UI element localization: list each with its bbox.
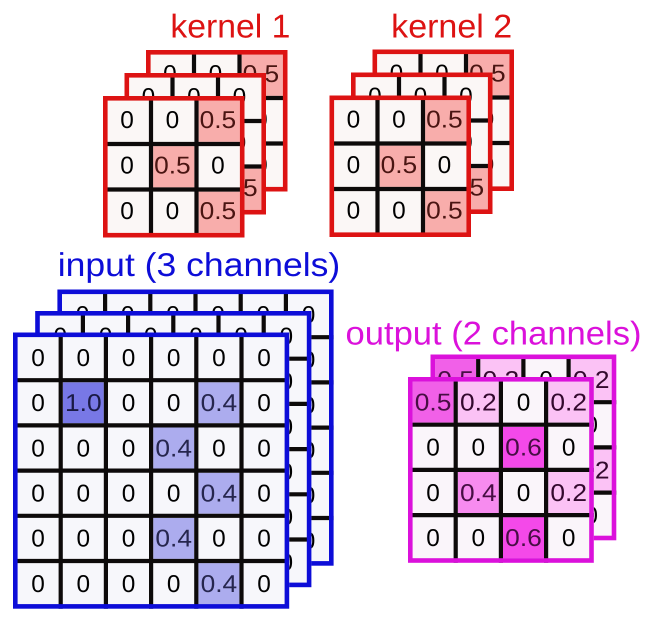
svg-text:0: 0 bbox=[122, 481, 136, 508]
svg-text:0: 0 bbox=[257, 390, 271, 417]
svg-text:0: 0 bbox=[77, 526, 91, 553]
svg-text:0: 0 bbox=[167, 390, 181, 417]
svg-text:0: 0 bbox=[257, 526, 271, 553]
svg-text:0: 0 bbox=[257, 481, 271, 508]
svg-text:0: 0 bbox=[392, 198, 406, 225]
svg-text:0: 0 bbox=[562, 525, 576, 552]
svg-text:0: 0 bbox=[120, 198, 134, 225]
svg-text:kernel 2: kernel 2 bbox=[391, 7, 512, 44]
svg-text:0: 0 bbox=[77, 435, 91, 462]
svg-text:0.2: 0.2 bbox=[550, 389, 587, 416]
svg-text:0: 0 bbox=[31, 390, 45, 417]
svg-text:0.5: 0.5 bbox=[415, 389, 452, 416]
svg-text:0: 0 bbox=[392, 107, 406, 134]
svg-text:0: 0 bbox=[212, 435, 226, 462]
svg-text:0: 0 bbox=[31, 526, 45, 553]
svg-text:1.0: 1.0 bbox=[65, 390, 102, 417]
svg-text:output (2 channels): output (2 channels) bbox=[346, 315, 642, 352]
svg-text:0: 0 bbox=[257, 435, 271, 462]
svg-text:0: 0 bbox=[31, 571, 45, 598]
svg-text:0: 0 bbox=[472, 435, 486, 462]
svg-text:0: 0 bbox=[257, 571, 271, 598]
svg-text:input (3 channels): input (3 channels) bbox=[58, 246, 341, 283]
svg-text:0: 0 bbox=[122, 526, 136, 553]
svg-text:0: 0 bbox=[167, 481, 181, 508]
svg-text:0: 0 bbox=[517, 389, 531, 416]
svg-text:0: 0 bbox=[212, 345, 226, 372]
svg-text:0: 0 bbox=[122, 345, 136, 372]
svg-text:0: 0 bbox=[77, 345, 91, 372]
svg-text:0: 0 bbox=[31, 345, 45, 372]
svg-text:0: 0 bbox=[122, 435, 136, 462]
svg-text:0: 0 bbox=[211, 153, 225, 180]
svg-text:0.5: 0.5 bbox=[426, 198, 463, 225]
svg-text:0: 0 bbox=[347, 152, 361, 179]
svg-text:0.2: 0.2 bbox=[460, 389, 497, 416]
svg-text:0.4: 0.4 bbox=[201, 481, 238, 508]
svg-text:0: 0 bbox=[257, 345, 271, 372]
svg-text:0.4: 0.4 bbox=[155, 435, 192, 462]
svg-text:kernel 1: kernel 1 bbox=[170, 7, 290, 44]
svg-text:0.4: 0.4 bbox=[155, 526, 192, 553]
svg-text:0: 0 bbox=[166, 198, 180, 225]
svg-text:0.5: 0.5 bbox=[381, 152, 418, 179]
svg-text:0: 0 bbox=[212, 526, 226, 553]
svg-text:0: 0 bbox=[562, 435, 576, 462]
svg-text:0: 0 bbox=[122, 571, 136, 598]
svg-text:0.6: 0.6 bbox=[505, 435, 542, 462]
svg-text:0: 0 bbox=[77, 481, 91, 508]
svg-text:0: 0 bbox=[120, 107, 134, 134]
svg-text:0: 0 bbox=[167, 571, 181, 598]
svg-text:0.2: 0.2 bbox=[550, 480, 587, 507]
svg-text:0: 0 bbox=[77, 571, 91, 598]
svg-text:0: 0 bbox=[517, 480, 531, 507]
svg-text:0: 0 bbox=[120, 153, 134, 180]
svg-text:0.4: 0.4 bbox=[201, 571, 238, 598]
svg-text:0: 0 bbox=[167, 345, 181, 372]
svg-text:0: 0 bbox=[31, 481, 45, 508]
svg-text:0.5: 0.5 bbox=[426, 107, 463, 134]
svg-text:0: 0 bbox=[166, 107, 180, 134]
svg-text:0.5: 0.5 bbox=[154, 153, 191, 180]
svg-text:0: 0 bbox=[438, 152, 452, 179]
svg-text:0: 0 bbox=[31, 435, 45, 462]
svg-text:0: 0 bbox=[122, 390, 136, 417]
svg-text:0.4: 0.4 bbox=[460, 480, 497, 507]
svg-text:0.6: 0.6 bbox=[505, 525, 542, 552]
svg-text:0: 0 bbox=[472, 525, 486, 552]
svg-text:0: 0 bbox=[347, 198, 361, 225]
svg-text:0: 0 bbox=[426, 435, 440, 462]
svg-text:0.5: 0.5 bbox=[200, 198, 237, 225]
svg-text:0: 0 bbox=[347, 107, 361, 134]
svg-text:0: 0 bbox=[426, 480, 440, 507]
svg-text:0: 0 bbox=[426, 525, 440, 552]
svg-text:0.4: 0.4 bbox=[201, 390, 238, 417]
svg-text:0.5: 0.5 bbox=[200, 107, 237, 134]
